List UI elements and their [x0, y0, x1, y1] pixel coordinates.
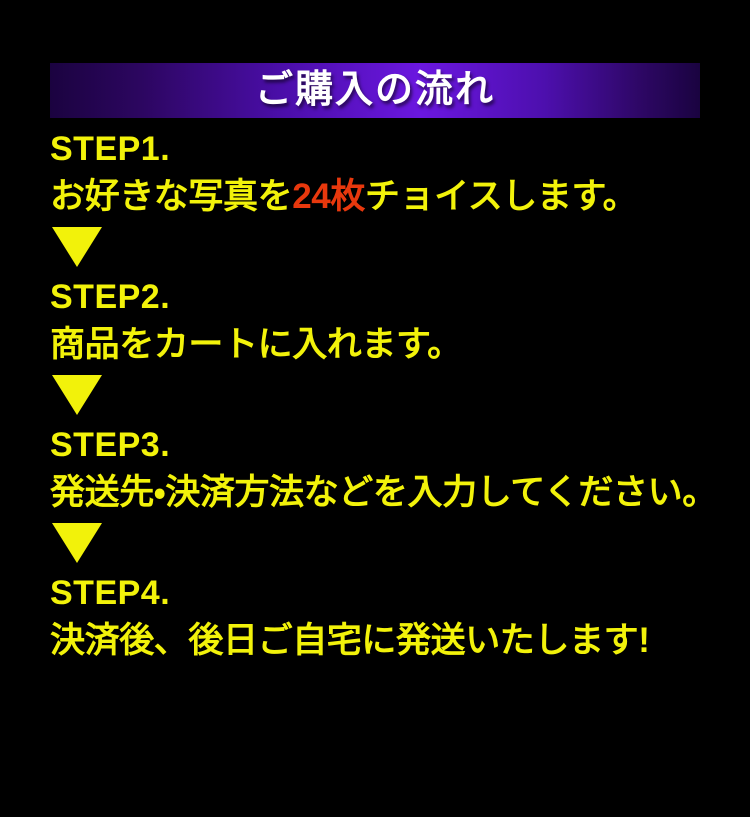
page-header-banner: ご購入の流れ [50, 63, 700, 118]
step-3-label: STEP3. [50, 426, 171, 464]
step-1-description: お好きな写真を24枚チョイスします。 [50, 179, 710, 214]
step-1-description-part-1: お好きな写真を [50, 177, 293, 216]
step-3-description: 発送先・決済方法などを入力してください。 [50, 475, 717, 510]
step-item-3: STEP3. 発送先・決済方法などを入力してください。 [50, 426, 717, 510]
triangle-down-icon [52, 227, 102, 267]
step-4-description-part-1: 決済後、後日ご自宅に発送いたします! [50, 621, 650, 660]
arrow-row-1 [50, 214, 710, 280]
step-4-description: 決済後、後日ご自宅に発送いたします! [50, 623, 710, 658]
step-1-quantity-highlight: 24枚 [292, 177, 365, 216]
step-3-description-part-1: 発送先・決済方法などを入力してください。 [50, 473, 717, 512]
step-2-description: 商品をカートに入れます。 [50, 327, 710, 362]
steps-list: STEP1. お好きな写真を24枚チョイスします。 STEP2. 商品をカートに… [50, 132, 717, 658]
page-title: ご購入の流れ [254, 68, 495, 111]
step-4-label: STEP4. [50, 574, 171, 612]
step-1-description-part-2: チョイスします。 [364, 177, 638, 216]
triangle-down-icon [52, 375, 102, 415]
step-item-4: STEP4. 決済後、後日ご自宅に発送いたします! [50, 576, 710, 658]
step-2-description-part-1: 商品をカートに入れます。 [50, 325, 462, 364]
step-item-1: STEP1. お好きな写真を24枚チョイスします。 [50, 132, 710, 214]
step-1-label: STEP1. [50, 130, 171, 168]
step-item-2: STEP2. 商品をカートに入れます。 [50, 280, 710, 362]
arrow-row-2 [50, 362, 710, 428]
step-2-label: STEP2. [50, 278, 171, 316]
arrow-row-3 [50, 510, 710, 576]
triangle-down-icon [52, 523, 102, 563]
